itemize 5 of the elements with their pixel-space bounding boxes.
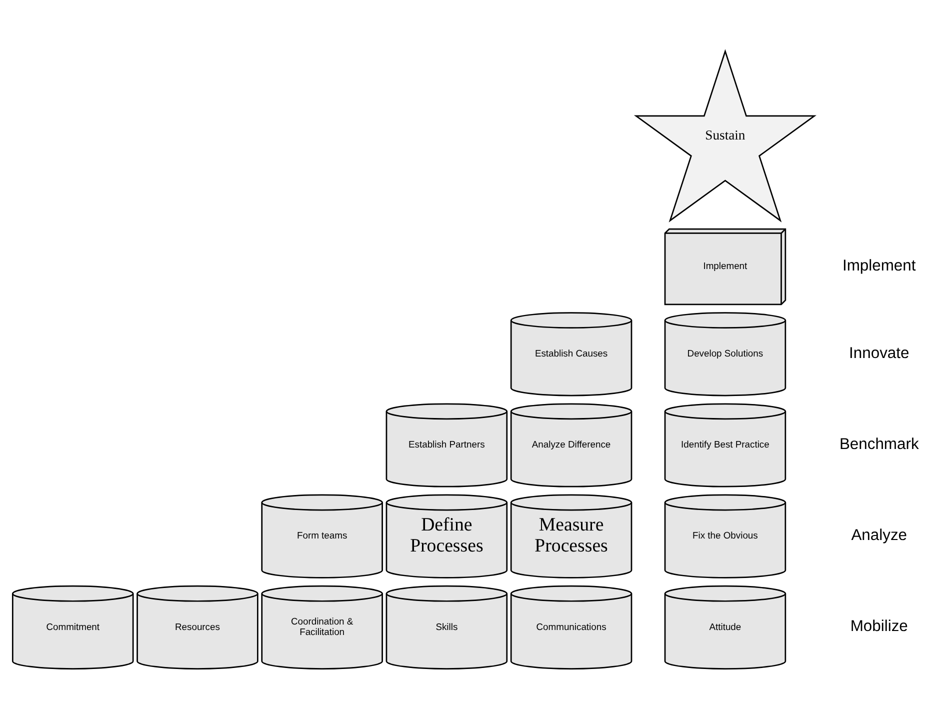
label: Benchmark: [839, 435, 919, 452]
label: Mobilize: [850, 618, 908, 635]
label: Implement: [842, 256, 916, 274]
label: Analyze: [851, 526, 908, 544]
label: Innovate: [849, 344, 910, 362]
